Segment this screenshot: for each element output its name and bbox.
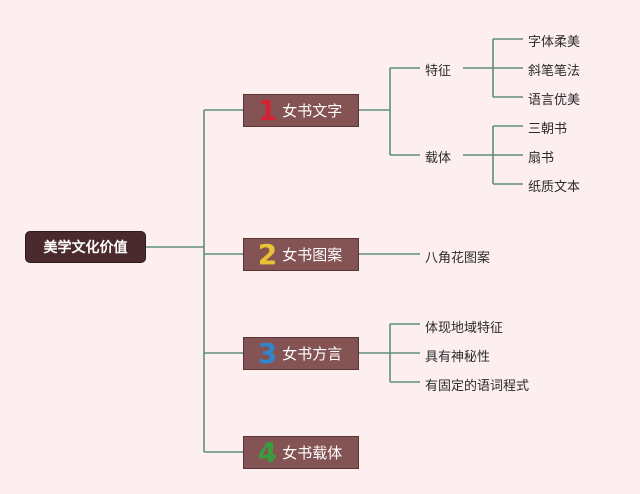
branch-number: 2 xyxy=(257,237,278,271)
branch-label: 女书方言 xyxy=(282,345,343,363)
leaf-zhizhi-wenben[interactable]: 纸质文本 xyxy=(528,179,581,195)
branch-number: 4 xyxy=(257,435,278,469)
leaf-xiebi-bifa[interactable]: 斜笔笔法 xyxy=(528,63,581,79)
leaf-yuyan-youmei[interactable]: 语言优美 xyxy=(528,92,581,108)
leaf-yuci-chengshi[interactable]: 有固定的语词程式 xyxy=(425,378,530,394)
leaf-bajiaohua-tuan[interactable]: 八角花图案 xyxy=(425,250,491,266)
branch-label: 女书载体 xyxy=(282,444,343,462)
branch-label: 女书图案 xyxy=(282,246,343,264)
branch-number: 1 xyxy=(257,93,278,127)
leaf-sanchaoshu[interactable]: 三朝书 xyxy=(528,121,568,137)
leaf-shenmixing[interactable]: 具有神秘性 xyxy=(425,349,491,365)
leaf-diyu-tezheng[interactable]: 体现地域特征 xyxy=(425,320,504,336)
branch-number: 3 xyxy=(257,336,278,370)
root-label: 美学文化价值 xyxy=(43,240,128,256)
leaf-shanshu[interactable]: 扇书 xyxy=(528,150,555,166)
node-tezheng[interactable]: 特征 xyxy=(425,63,452,79)
leaf-ziti-roumei[interactable]: 字体柔美 xyxy=(528,34,581,50)
node-zaiti[interactable]: 载体 xyxy=(425,150,452,166)
root-node[interactable]: 美学文化价值 xyxy=(25,231,146,263)
branch-label: 女书文字 xyxy=(282,102,343,120)
